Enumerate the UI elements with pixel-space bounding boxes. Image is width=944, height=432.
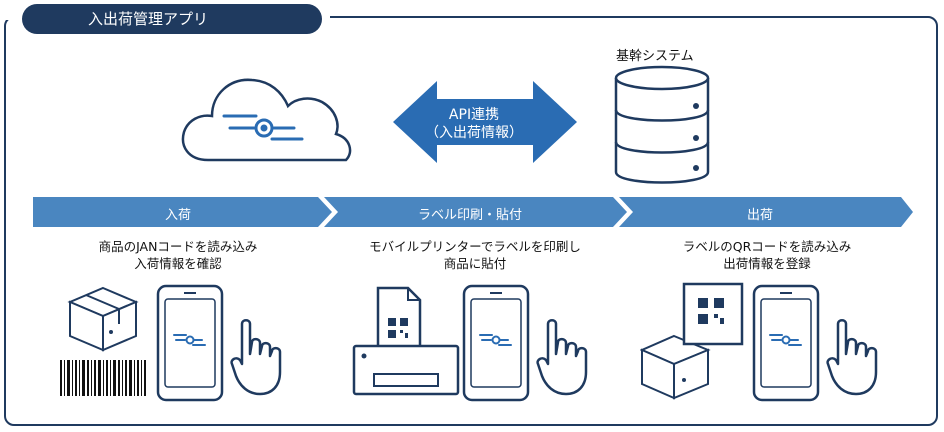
flow-segment-1	[33, 197, 332, 227]
labeled-box-icon	[640, 282, 744, 400]
api-label-line1: API連携	[448, 107, 500, 123]
step-desc-1: 商品のJANコードを読み込み 入荷情報を確認	[33, 238, 323, 272]
step-label-2: ラベル印刷・貼付	[417, 208, 522, 223]
step-desc-3-line2: 出荷情報を登録	[723, 256, 811, 271]
process-flow-bar	[33, 197, 913, 227]
step-desc-1-line2: 入荷情報を確認	[134, 256, 222, 271]
smartphone-icon-2	[462, 284, 530, 402]
printer-icon	[352, 286, 460, 396]
app-title-tab: 入出荷管理アプリ	[22, 4, 322, 34]
api-double-arrow	[393, 81, 577, 163]
cloud-icon	[181, 78, 352, 162]
api-label-line2: （入出荷情報）	[425, 125, 523, 141]
hand-tap-icon	[230, 319, 282, 396]
barcode-icon	[60, 360, 146, 396]
smartphone-icon-3	[752, 284, 820, 402]
qr-code-icon	[388, 318, 408, 338]
flow-segment-3	[619, 197, 913, 227]
step-desc-1-line1: 商品のJANコードを読み込み	[98, 239, 258, 254]
hand-tap-icon-2	[536, 319, 588, 396]
app-title: 入出荷管理アプリ	[88, 10, 209, 28]
api-label: API連携 （入出荷情報）	[414, 106, 534, 142]
qr-code-icon-2	[698, 298, 724, 324]
step-label-3: 出荷	[746, 208, 773, 223]
flow-segment-2	[324, 197, 627, 227]
step-desc-3: ラベルのQRコードを読み込み 出荷情報を登録	[622, 238, 912, 272]
step-desc-3-line1: ラベルのQRコードを読み込み	[682, 239, 852, 254]
system-label: 基幹システム	[616, 49, 694, 64]
step-desc-2-line2: 商品に貼付	[443, 256, 507, 271]
step-label-1: 入荷	[164, 208, 191, 223]
hand-tap-icon-3	[826, 319, 878, 396]
database-icon	[614, 65, 710, 184]
step-desc-2: モバイルプリンターでラベルを印刷し 商品に貼付	[325, 238, 625, 272]
smartphone-icon	[156, 284, 224, 402]
box-icon	[67, 286, 139, 352]
step-desc-2-line1: モバイルプリンターでラベルを印刷し	[369, 239, 581, 254]
diagram-frame	[4, 16, 938, 426]
